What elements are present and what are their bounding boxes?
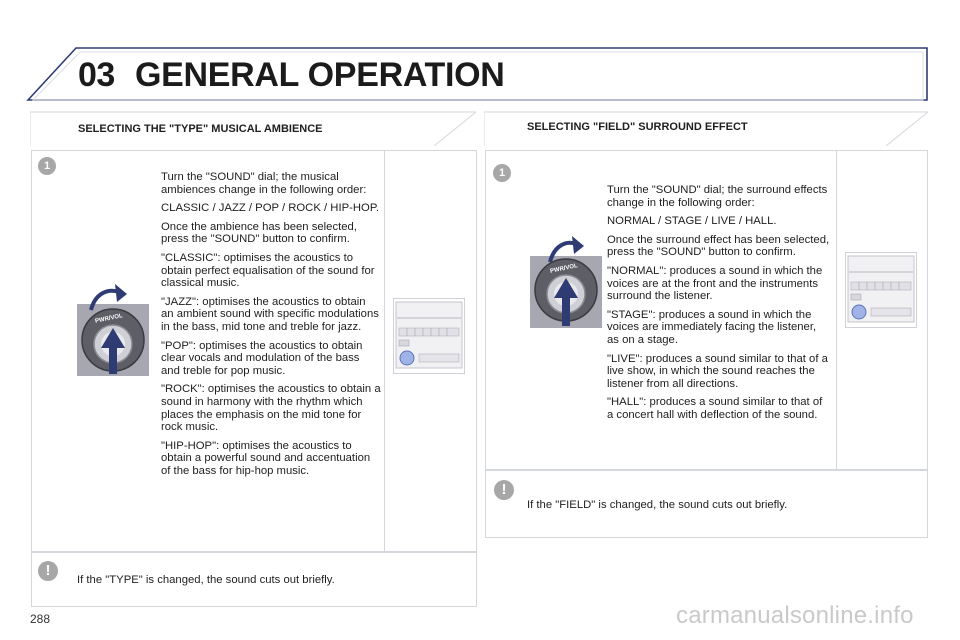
left-paragraph: "ROCK": optimises the acoustics to obtai…: [161, 383, 381, 434]
right-paragraph: "NORMAL": produces a sound in which the …: [607, 264, 823, 303]
right-section-title: SELECTING "FIELD" SURROUND EFFECT: [527, 121, 748, 133]
page-title: GENERAL OPERATION: [135, 56, 505, 94]
left-warning-icon: !: [38, 561, 58, 581]
right-paragraph: NORMAL / STAGE / LIVE / HALL.: [607, 215, 777, 228]
left-paragraph: "JAZZ": optimises the acoustics to obtai…: [161, 295, 379, 333]
left-step-text: Turn the "SOUND" dial; the musical ambie…: [161, 171, 381, 483]
right-step-frame: [485, 150, 928, 470]
right-step-text: Turn the "SOUND" dial; the surround effe…: [607, 184, 831, 428]
right-step-divider: [836, 150, 837, 470]
left-paragraph: CLASSIC / JAZZ / POP / ROCK / HIP-HOP.: [161, 202, 380, 215]
right-paragraph: Once the surround effect has been select…: [607, 233, 830, 259]
left-knob-illustration: PWR/VOL: [75, 282, 151, 377]
right-paragraph: "STAGE": produces a sound in which the v…: [607, 308, 817, 346]
left-paragraph: "POP": optimises the acoustics to obtain…: [161, 339, 363, 377]
right-warning-note: If the "FIELD" is changed, the sound cut…: [527, 499, 788, 511]
left-section-title: SELECTING THE "TYPE" MUSICAL AMBIENCE: [78, 123, 323, 135]
watermark: carmanualsonline.info: [676, 602, 914, 629]
left-paragraph: Turn the "SOUND" dial; the musical ambie…: [161, 171, 367, 196]
right-paragraph: Turn the "SOUND" dial; the surround effe…: [607, 184, 828, 209]
left-warning-note: If the "TYPE" is changed, the sound cuts…: [77, 574, 335, 586]
left-radio-illustration: [393, 298, 465, 374]
page-number: 288: [30, 612, 51, 626]
left-paragraph: "HIP-HOP": optimises the acoustics to ob…: [161, 439, 371, 477]
left-paragraph: "CLASSIC": optimises the acoustics to ob…: [161, 251, 375, 290]
right-warning-frame: [485, 470, 928, 538]
right-paragraph: "LIVE": produces a sound similar to that…: [607, 352, 828, 390]
right-section-header-frame: [484, 111, 929, 146]
left-section-header-frame: [30, 111, 477, 146]
right-knob-illustration: PWR/VOL: [528, 236, 604, 328]
left-step-badge: 1: [38, 157, 56, 175]
chapter-number: 03: [78, 56, 115, 94]
right-radio-illustration: [845, 252, 917, 328]
right-paragraph: "HALL": produces a sound similar to that…: [607, 396, 823, 421]
header-banner: [26, 47, 928, 101]
right-warning-icon: !: [494, 480, 514, 500]
left-step-divider: [384, 150, 385, 552]
right-step-badge: 1: [493, 164, 511, 182]
left-paragraph: Once the ambience has been selected, pre…: [161, 220, 357, 246]
left-step-frame: [31, 150, 477, 552]
left-warning-frame: [31, 552, 477, 607]
